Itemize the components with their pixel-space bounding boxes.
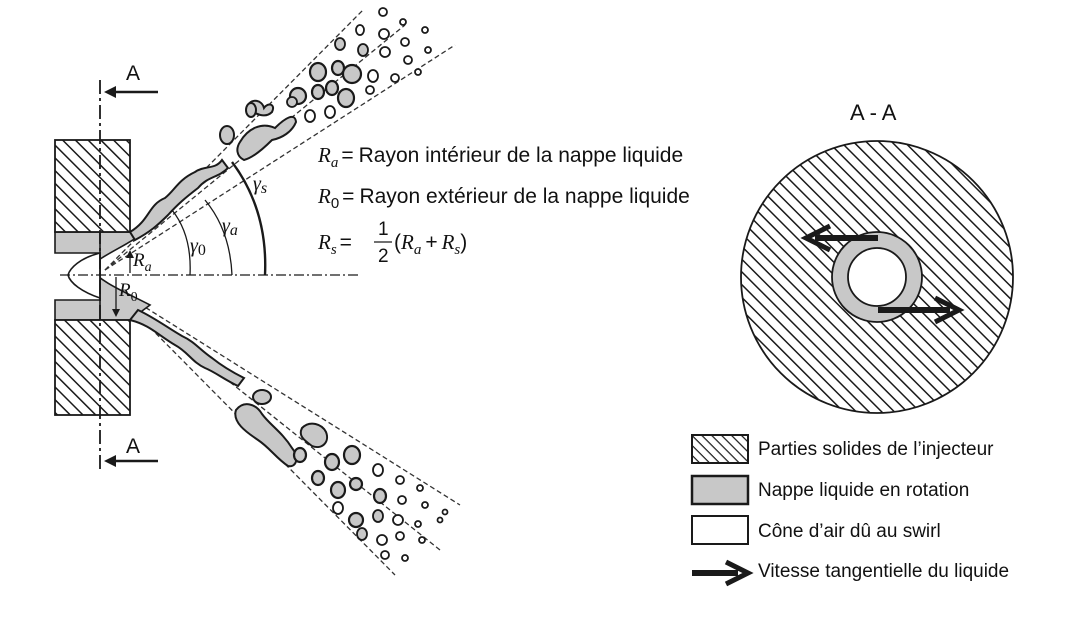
droplet	[310, 83, 326, 101]
legend-swatch-gray	[690, 474, 750, 506]
tangential-arrow-left	[800, 223, 878, 253]
liquid-ligament-upper	[128, 158, 230, 242]
legend-swatch-arrow	[692, 559, 754, 587]
section-title: A - A	[850, 100, 897, 125]
droplet	[378, 28, 390, 40]
angle-arc-gammas	[231, 161, 267, 276]
legend-label: Vitesse tangentielle du liquide	[758, 561, 1009, 582]
droplet	[399, 18, 407, 26]
droplet	[441, 508, 449, 516]
droplet	[400, 37, 410, 47]
tangential-arrow-right	[878, 295, 965, 325]
equation-ra: Ra=Rayon intérieur de la nappe liquide	[317, 143, 683, 171]
radius-arrow-r0	[112, 277, 120, 317]
droplet	[341, 63, 363, 85]
droplet	[414, 520, 422, 528]
equations: Ra=Rayon intérieur de la nappe liquide R…	[317, 143, 690, 267]
droplet	[323, 452, 341, 472]
droplet	[421, 26, 429, 34]
droplet	[372, 509, 384, 523]
droplet-blobs-upper	[219, 99, 298, 162]
droplet	[436, 516, 444, 524]
droplet	[372, 487, 388, 505]
droplet	[416, 484, 424, 492]
droplet	[348, 476, 364, 492]
droplet-blobs-lower	[234, 389, 328, 468]
droplet	[308, 61, 328, 83]
droplet	[310, 469, 326, 487]
legend-swatch-hatch	[691, 434, 749, 464]
droplet	[392, 514, 404, 526]
droplet	[342, 444, 362, 466]
angle-label-gamma0: γ0	[190, 235, 206, 259]
droplet	[336, 87, 356, 109]
legend-item-velocity: Vitesse tangentielle du liquide	[692, 559, 1009, 587]
droplet	[365, 85, 375, 95]
droplet	[292, 446, 308, 464]
droplet	[403, 55, 413, 65]
radius-label-ra: Ra	[132, 250, 152, 275]
section-a-a-view: A - A	[740, 100, 1014, 414]
injector-block-lower	[54, 319, 131, 416]
radius-arrow-ra	[126, 250, 134, 273]
legend-item-solid: Parties solides de l’injecteur	[691, 434, 994, 464]
injector-block-upper	[54, 139, 131, 233]
liquid-ligament-lower	[128, 308, 246, 388]
droplets	[286, 7, 449, 562]
droplet	[378, 7, 388, 17]
air-core-section	[847, 247, 907, 307]
droplet	[355, 24, 365, 36]
droplet	[401, 554, 409, 562]
droplet	[395, 475, 405, 485]
fraction-denominator: 2	[378, 246, 389, 267]
angle-label-gammas: γs	[253, 173, 267, 197]
svg-text:Rs=: Rs=	[317, 230, 352, 258]
legend-label: Cône d’air dû au swirl	[758, 521, 941, 542]
droplet	[397, 495, 407, 505]
droplet	[334, 37, 346, 51]
radius-label-r0: R0	[118, 280, 138, 305]
droplet	[421, 501, 429, 509]
section-marker-bottom: A	[126, 435, 140, 458]
section-arrow-top	[104, 86, 158, 98]
droplet	[379, 46, 391, 58]
droplet	[329, 480, 347, 500]
legend-label: Nappe liquide en rotation	[758, 480, 969, 501]
droplet	[324, 79, 340, 97]
droplet	[367, 69, 379, 83]
droplet	[414, 68, 422, 76]
droplet	[304, 109, 316, 123]
droplet	[390, 73, 400, 83]
angle-arc-gamma0	[171, 209, 191, 276]
droplet	[286, 96, 298, 108]
legend-item-liquid: Nappe liquide en rotation	[690, 474, 969, 506]
angle-arc-gammaa	[204, 199, 233, 276]
fraction-numerator: 1	[378, 219, 389, 240]
droplet	[380, 550, 390, 560]
droplet	[372, 463, 384, 477]
droplet	[357, 43, 369, 57]
droplet	[424, 46, 432, 54]
legend-item-air-cone: Cône d’air dû au swirl	[691, 515, 941, 545]
section-arrow-bottom	[104, 455, 158, 467]
droplet	[332, 501, 344, 515]
angle-label-gammaa: γa	[222, 215, 238, 239]
section-marker-top: A	[126, 62, 140, 85]
legend: Parties solides de l’injecteur Nappe liq…	[690, 434, 1009, 587]
droplet	[356, 527, 368, 541]
equation-r0: R0=Rayon extérieur de la nappe liquide	[317, 184, 690, 212]
droplet	[418, 536, 426, 544]
droplet	[376, 534, 388, 546]
injector-side-view: A A Ra R0 γ0 γa γs	[54, 7, 461, 576]
equation-rs: Rs= 1 2 (Ra+Rs)	[317, 219, 467, 267]
legend-swatch-white	[691, 515, 749, 545]
droplet	[347, 511, 365, 529]
droplet	[324, 105, 336, 119]
droplet	[395, 531, 405, 541]
legend-label: Parties solides de l’injecteur	[758, 439, 994, 460]
svg-text:(Ra+Rs): (Ra+Rs)	[394, 230, 467, 258]
